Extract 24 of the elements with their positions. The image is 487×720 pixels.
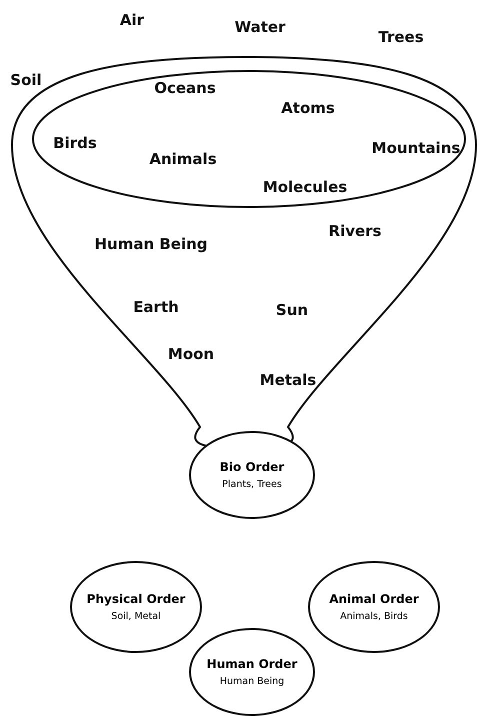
circle-subtitle: Animals, Birds xyxy=(340,611,408,622)
word-label: Atoms xyxy=(281,99,335,117)
circle-title: Animal Order xyxy=(329,592,419,606)
word-label: Sun xyxy=(276,301,308,319)
word-label: Oceans xyxy=(154,79,216,97)
circle-subtitle: Human Being xyxy=(220,676,284,687)
word-label: Air xyxy=(120,11,144,29)
word-label: Rivers xyxy=(328,222,382,240)
word-label: Animals xyxy=(149,150,217,168)
circle-title: Physical Order xyxy=(86,592,186,606)
word-label: Moon xyxy=(168,345,214,363)
word-label: Birds xyxy=(53,134,97,152)
circle-subtitle: Plants, Trees xyxy=(222,479,282,490)
word-label: Molecules xyxy=(262,178,348,196)
word-label: Trees xyxy=(378,28,424,46)
circle-title: Human Order xyxy=(206,657,298,671)
word-label: Metals xyxy=(260,371,316,389)
word-label: Water xyxy=(234,18,286,36)
circle-title: Bio Order xyxy=(220,460,284,474)
word-label: Soil xyxy=(10,71,42,89)
word-label: Human Being xyxy=(94,235,208,253)
word-label: Mountains xyxy=(372,139,460,157)
word-label: Earth xyxy=(133,298,179,316)
circle-subtitle: Soil, Metal xyxy=(111,611,161,622)
